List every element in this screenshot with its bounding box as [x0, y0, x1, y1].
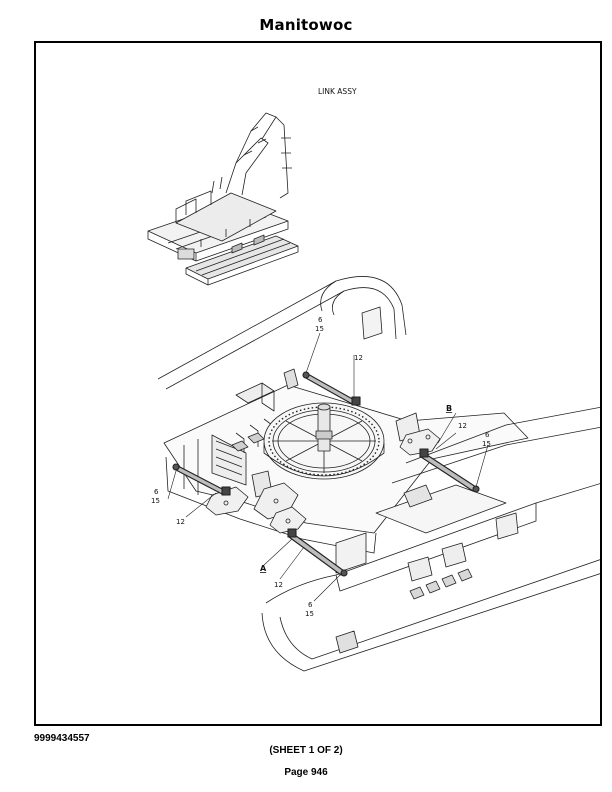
callout-l-12: 12 [176, 518, 185, 526]
callout-b-6: 6 [485, 431, 490, 439]
callout-a-15: 15 [305, 610, 314, 618]
callout-l-15: 15 [151, 497, 160, 505]
callout-top-6: 6 [318, 316, 323, 324]
parts-diagram: LINK ASSY 6 15 12 B 12 6 15 6 15 12 A 12… [147, 87, 600, 672]
sheet-indicator: (SHEET 1 OF 2) [269, 745, 343, 756]
callout-b-15: 15 [482, 440, 491, 448]
mount-pads [205, 428, 441, 534]
callout-top-12: 12 [354, 354, 363, 362]
drawing-frame: LINK ASSY 6 15 12 B 12 6 15 6 15 12 A 12… [34, 41, 602, 726]
link-bar-right[interactable] [420, 452, 477, 492]
callout-top-15: 15 [315, 325, 324, 333]
right-frame [335, 406, 600, 574]
callout-b-12: 12 [458, 422, 467, 430]
upper-track [157, 276, 407, 390]
crane-thumbnail [147, 112, 299, 286]
document-number: 9999434557 [34, 733, 90, 744]
lower-track [261, 483, 600, 672]
link-bars[interactable] [172, 371, 480, 577]
slew-ring [263, 402, 385, 480]
leader-lines [167, 332, 489, 602]
brand-title: Manitowoc [259, 16, 353, 34]
callout-l-6: 6 [154, 488, 159, 496]
callout-a-12: 12 [274, 581, 283, 589]
drawing-title: LINK ASSY [318, 87, 357, 96]
callout-a-6: 6 [308, 601, 313, 609]
page-number: Page 946 [284, 767, 328, 778]
callout-b: B [446, 404, 452, 413]
callout-a: A [260, 564, 267, 573]
